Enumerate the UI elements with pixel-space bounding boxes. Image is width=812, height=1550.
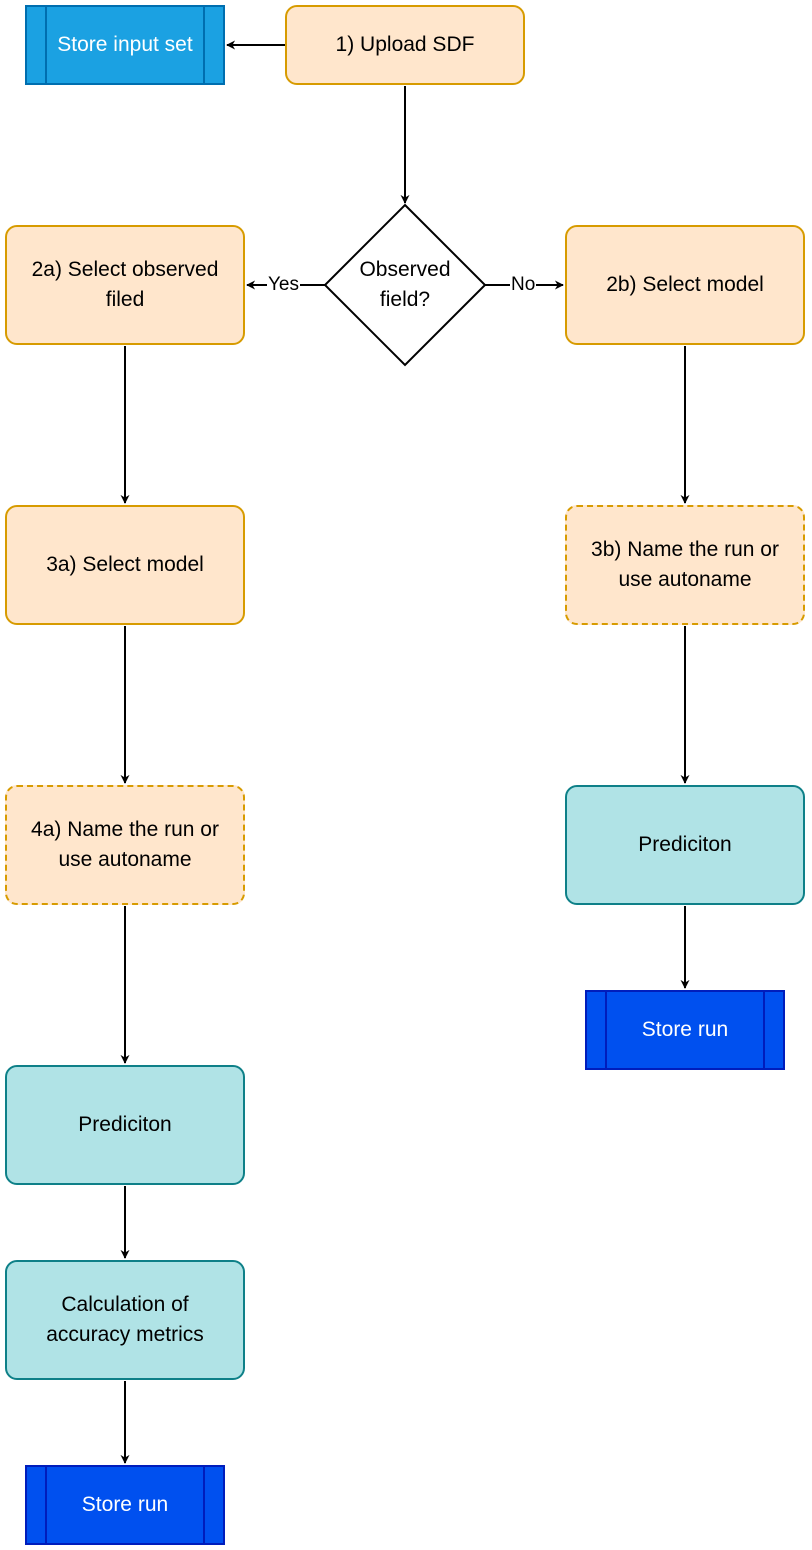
select-model-2b-label: 2b) Select model xyxy=(606,273,764,296)
store-run-left: Store run xyxy=(25,1465,225,1545)
store-bar-right xyxy=(763,992,765,1068)
decision-diamond xyxy=(323,203,487,367)
select-observed-field-label: 2a) Select observed filed xyxy=(31,258,219,311)
store-bar-left xyxy=(45,1467,47,1543)
store-bar-right xyxy=(203,1467,205,1543)
select-model-2b-step: 2b) Select model xyxy=(565,225,805,345)
store-bar-left xyxy=(605,992,607,1068)
select-model-3a-label: 3a) Select model xyxy=(46,553,204,576)
accuracy-metrics-step: Calculation of accuracy metrics xyxy=(5,1260,245,1380)
accuracy-metrics-label: Calculation of accuracy metrics xyxy=(46,1293,204,1346)
store-input-set: Store input set xyxy=(25,5,225,85)
store-input-set-label: Store input set xyxy=(57,33,193,56)
store-bar-right xyxy=(203,7,205,83)
name-run-3b-label: 3b) Name the run or use autoname xyxy=(591,538,779,591)
select-model-3a-step: 3a) Select model xyxy=(5,505,245,625)
name-run-3b-step: 3b) Name the run or use autoname xyxy=(565,505,805,625)
prediction-left-step: Prediciton xyxy=(5,1065,245,1185)
edge-label-no: No xyxy=(510,274,537,296)
prediction-right-step: Prediciton xyxy=(565,785,805,905)
store-run-right: Store run xyxy=(585,990,785,1070)
name-run-4a-step: 4a) Name the run or use autoname xyxy=(5,785,245,905)
decision-label: Observed field? xyxy=(359,258,451,311)
upload-sdf-step: 1) Upload SDF xyxy=(285,5,525,85)
prediction-right-label: Prediciton xyxy=(638,833,732,856)
store-run-left-label: Store run xyxy=(81,1493,169,1516)
store-run-right-label: Store run xyxy=(641,1018,729,1041)
name-run-4a-label: 4a) Name the run or use autoname xyxy=(31,818,219,871)
store-bar-left xyxy=(45,7,47,83)
upload-sdf-label: 1) Upload SDF xyxy=(335,33,475,56)
edge-label-yes: Yes xyxy=(267,274,300,296)
prediction-left-label: Prediciton xyxy=(78,1113,172,1136)
select-observed-field-step: 2a) Select observed filed xyxy=(5,225,245,345)
